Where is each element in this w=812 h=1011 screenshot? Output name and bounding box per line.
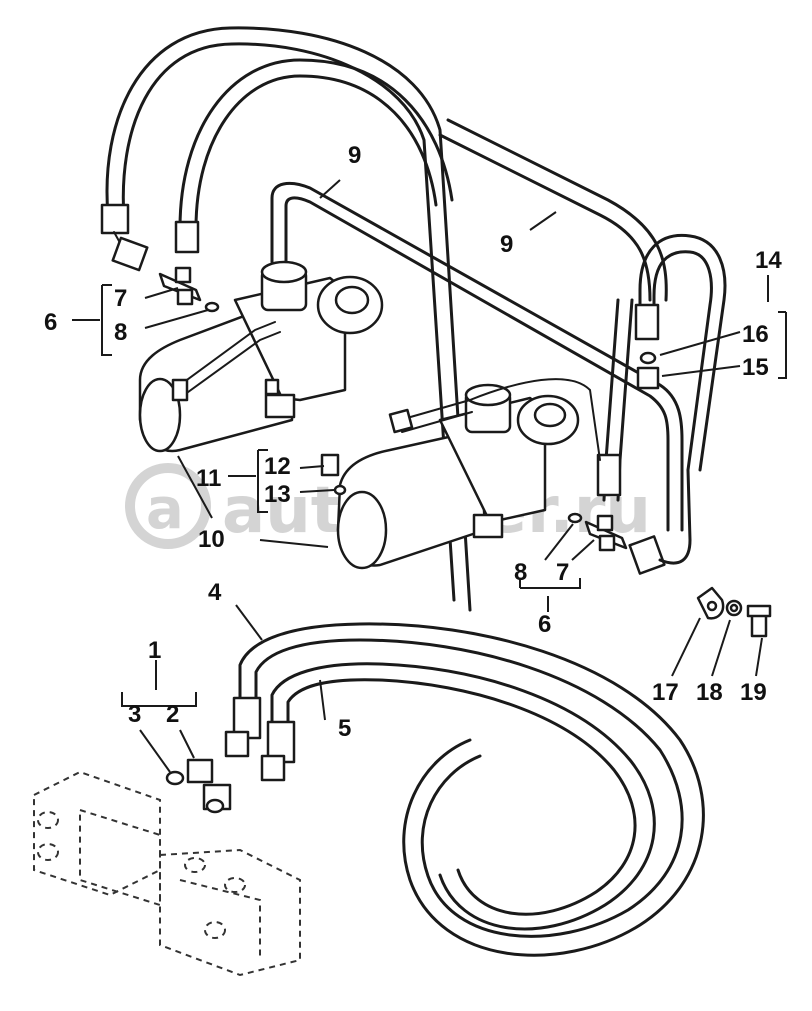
fittings-15-16 (636, 351, 660, 390)
callout-3: 3 (128, 701, 141, 728)
hose-4 (238, 622, 705, 957)
valve-assembly-lower (320, 378, 628, 570)
callout-9-right: 9 (500, 231, 513, 258)
bracket-bolt-parts (696, 586, 772, 638)
callout-4: 4 (208, 579, 222, 606)
callout-11: 11 (196, 465, 221, 492)
callout-9-top: 9 (348, 142, 361, 169)
callout-13: 13 (264, 481, 291, 508)
callout-6-right: 6 (538, 611, 551, 638)
valve-assembly-upper (100, 203, 384, 453)
callout-18: 18 (696, 679, 723, 706)
callout-10: 10 (198, 526, 225, 553)
callout-7-left: 7 (114, 285, 127, 312)
callout-19: 19 (740, 679, 767, 706)
callout-15: 15 (742, 354, 769, 381)
callout-14: 14 (755, 247, 782, 274)
callout-8-right: 8 (514, 559, 527, 586)
leader-lines (72, 179, 787, 773)
fittings-2-3 (165, 696, 296, 814)
callout-6-left: 6 (44, 309, 57, 336)
control-valve-block-dashed (33, 770, 301, 977)
callout-12: 12 (264, 453, 291, 480)
callout-2: 2 (166, 701, 179, 728)
svg-text:a: a (146, 477, 184, 542)
hose-frame-loop (105, 26, 668, 612)
callout-17: 17 (652, 679, 679, 706)
callout-1: 1 (148, 637, 161, 664)
hose-9 (270, 181, 684, 532)
callout-8-left: 8 (114, 319, 127, 346)
callout-5: 5 (338, 715, 351, 742)
hose-right-side (596, 233, 727, 575)
callout-7-right: 7 (556, 559, 569, 586)
callout-16: 16 (742, 321, 769, 348)
hose-5 (270, 662, 656, 931)
callout-labels: 6 7 8 9 9 14 16 15 11 12 13 10 4 8 7 6 1… (44, 142, 782, 742)
